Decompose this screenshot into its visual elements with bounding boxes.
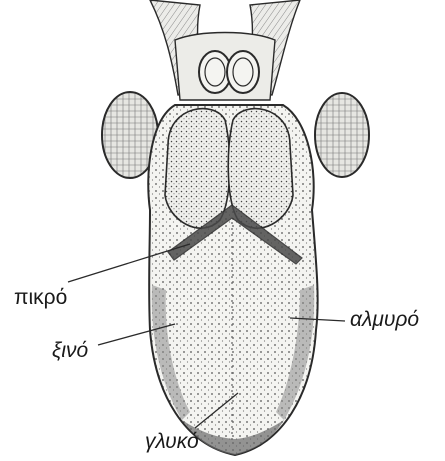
label-bitter: πικρό [14, 287, 67, 308]
label-sour: ξινό [52, 340, 88, 361]
tonsil-right [315, 93, 369, 177]
label-salty: αλμυρό [350, 309, 419, 330]
label-sweet: γλυκό [145, 431, 199, 452]
